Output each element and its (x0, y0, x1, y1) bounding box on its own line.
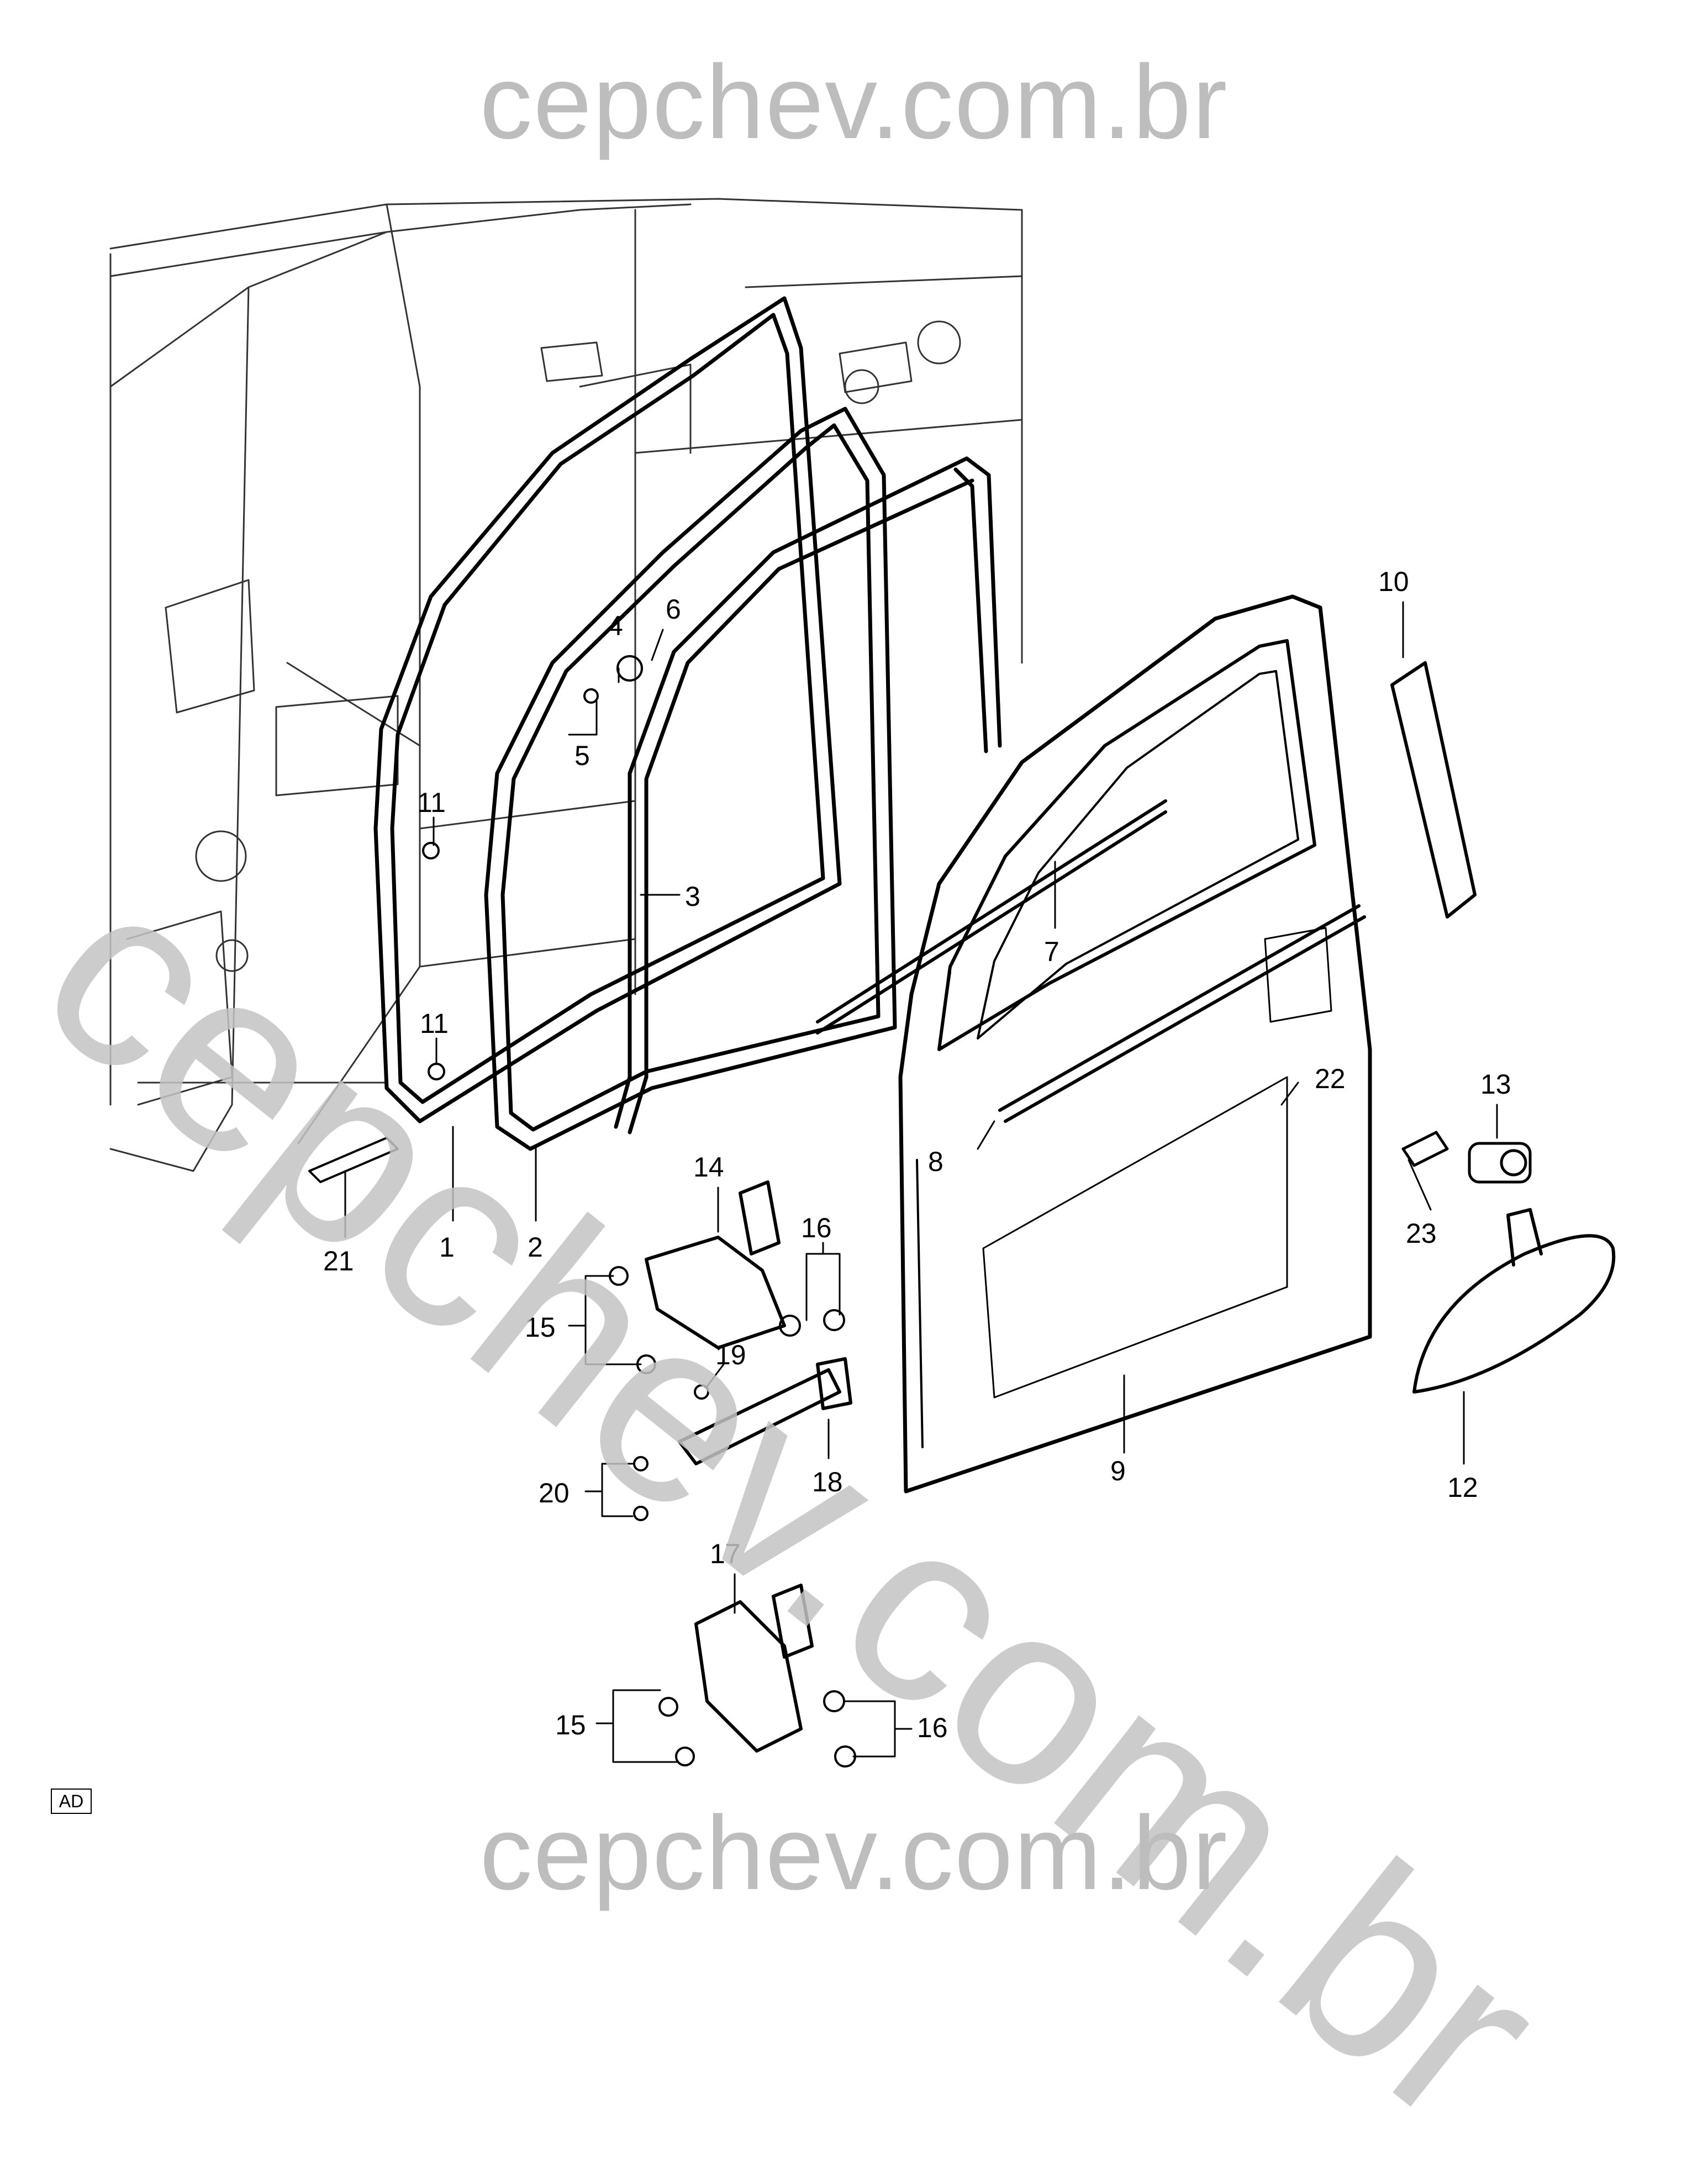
ad-badge: AD (51, 1789, 92, 1814)
lock-cylinder-13 (1468, 1142, 1532, 1184)
callout-17: 17 (710, 1538, 741, 1569)
callout-15-lower: 15 (555, 1710, 586, 1740)
watermark-top: cepchev.com.br (479, 44, 1229, 161)
belt-molding-7 (816, 799, 1167, 1035)
callout-19: 19 (715, 1339, 746, 1370)
callout-13: 13 (1480, 1069, 1511, 1100)
callout-18: 18 (812, 1466, 843, 1497)
car-body-frame (109, 198, 1023, 1172)
callout-3: 3 (685, 881, 700, 912)
outside-handle-12 (1412, 1208, 1616, 1394)
callout-15-upper: 15 (525, 1312, 556, 1343)
callout-11-lower: 11 (420, 1008, 449, 1039)
lower-hinge-17 (694, 1584, 814, 1753)
weatherstrip-2 (484, 407, 897, 1151)
door-check-18 (678, 1357, 852, 1465)
callout-2: 2 (528, 1232, 543, 1263)
callout-23: 23 (1406, 1218, 1437, 1249)
callout-20: 20 (539, 1478, 570, 1508)
callout-7: 7 (1044, 936, 1059, 967)
callout-10: 10 (1378, 566, 1409, 597)
upper-hinge-14 (645, 1180, 786, 1349)
callout-6: 6 (666, 594, 681, 625)
seal-strip-3 (614, 456, 1002, 1135)
callout-11-upper: 11 (417, 787, 446, 818)
callout-21: 21 (323, 1246, 354, 1276)
leader-lines (344, 601, 1498, 1763)
callout-5: 5 (574, 740, 590, 771)
callout-16-lower: 16 (917, 1712, 948, 1743)
trim-applique-10 (1390, 661, 1477, 919)
watermark-bottom: cepchev.com.br (479, 1795, 1229, 1912)
callout-1: 1 (439, 1232, 455, 1263)
lower-molding-8 (998, 904, 1366, 1123)
door-shell-9 (898, 594, 1372, 1494)
callouts: 1 2 3 4 5 6 7 8 9 10 11 11 12 13 14 15 1… (323, 566, 1511, 1743)
callout-8: 8 (928, 1146, 943, 1177)
callout-12: 12 (1447, 1472, 1478, 1503)
sill-plate-21 (308, 1137, 399, 1183)
callout-14: 14 (693, 1152, 724, 1183)
callout-16-upper: 16 (801, 1212, 832, 1243)
callout-9: 9 (1110, 1455, 1126, 1486)
exploded-door-diagram: 1 2 3 4 5 6 7 8 9 10 11 11 12 13 14 15 1… (109, 198, 1616, 1768)
callout-22: 22 (1315, 1063, 1346, 1094)
callout-4: 4 (608, 610, 623, 641)
weatherstrip-1 (373, 296, 842, 1123)
lock-clip-23 (1401, 1131, 1449, 1167)
